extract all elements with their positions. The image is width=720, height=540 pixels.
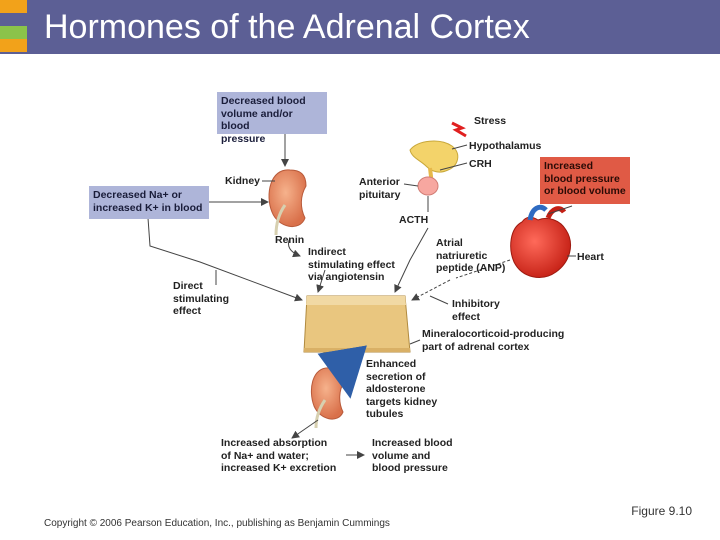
secretion-arrow [317, 345, 367, 399]
box-decreased-blood-volume: Decreased blood volume and/or blood pres… [217, 92, 327, 145]
diagram-arrows [147, 134, 576, 459]
label-stress: Stress [474, 115, 507, 127]
label-increased-absorption: Increased absorption of Na+ and water; i… [221, 437, 337, 474]
title-bar: Hormones of the Adrenal Cortex [0, 0, 720, 54]
pituitary-illustration [409, 121, 467, 196]
slide-title: Hormones of the Adrenal Cortex [44, 8, 530, 46]
label-hypothalamus: Hypothalamus [469, 140, 542, 152]
label-increased-volume: Increased blood volume and blood pressur… [372, 437, 453, 474]
label-mineralocorticoid: Mineralocorticoid-producing part of adre… [422, 328, 565, 353]
label-acth: ACTH [399, 214, 429, 226]
figure-label: Figure 9.10 [631, 504, 692, 518]
accent-square-orange [0, 0, 27, 13]
accent-square-green [0, 26, 27, 39]
label-direct-effect: Direct stimulating effect [173, 280, 230, 317]
label-heart: Heart [577, 251, 604, 263]
accent-square-blue [0, 13, 27, 26]
kidney-illustration-bottom [310, 367, 345, 429]
label-inhibitory-effect: Inhibitory effect [452, 298, 500, 323]
box-decreased-na: Decreased Na+ or increased K+ in blood [89, 186, 209, 219]
adrenal-cortex-illustration [303, 295, 411, 353]
kidney-illustration-top [268, 169, 307, 236]
label-anterior-pituitary: Anterior pituitary [359, 176, 401, 201]
box-increased-bp: Increased blood pressure or blood volume [540, 157, 630, 204]
heart-illustration [510, 204, 571, 278]
label-atrial-anp: Atrial natriuretic peptide (ANP) [436, 237, 506, 274]
copyright-text: Copyright © 2006 Pearson Education, Inc.… [44, 518, 390, 529]
label-crh: CRH [469, 158, 492, 170]
accent-square-orange-2 [0, 39, 27, 52]
label-renin: Renin [275, 234, 305, 246]
label-indirect-effect: Indirect stimulating effect via angioten… [308, 246, 395, 283]
label-enhanced-secretion: Enhanced secretion of aldosterone target… [366, 358, 438, 420]
label-kidney: Kidney [225, 175, 261, 187]
